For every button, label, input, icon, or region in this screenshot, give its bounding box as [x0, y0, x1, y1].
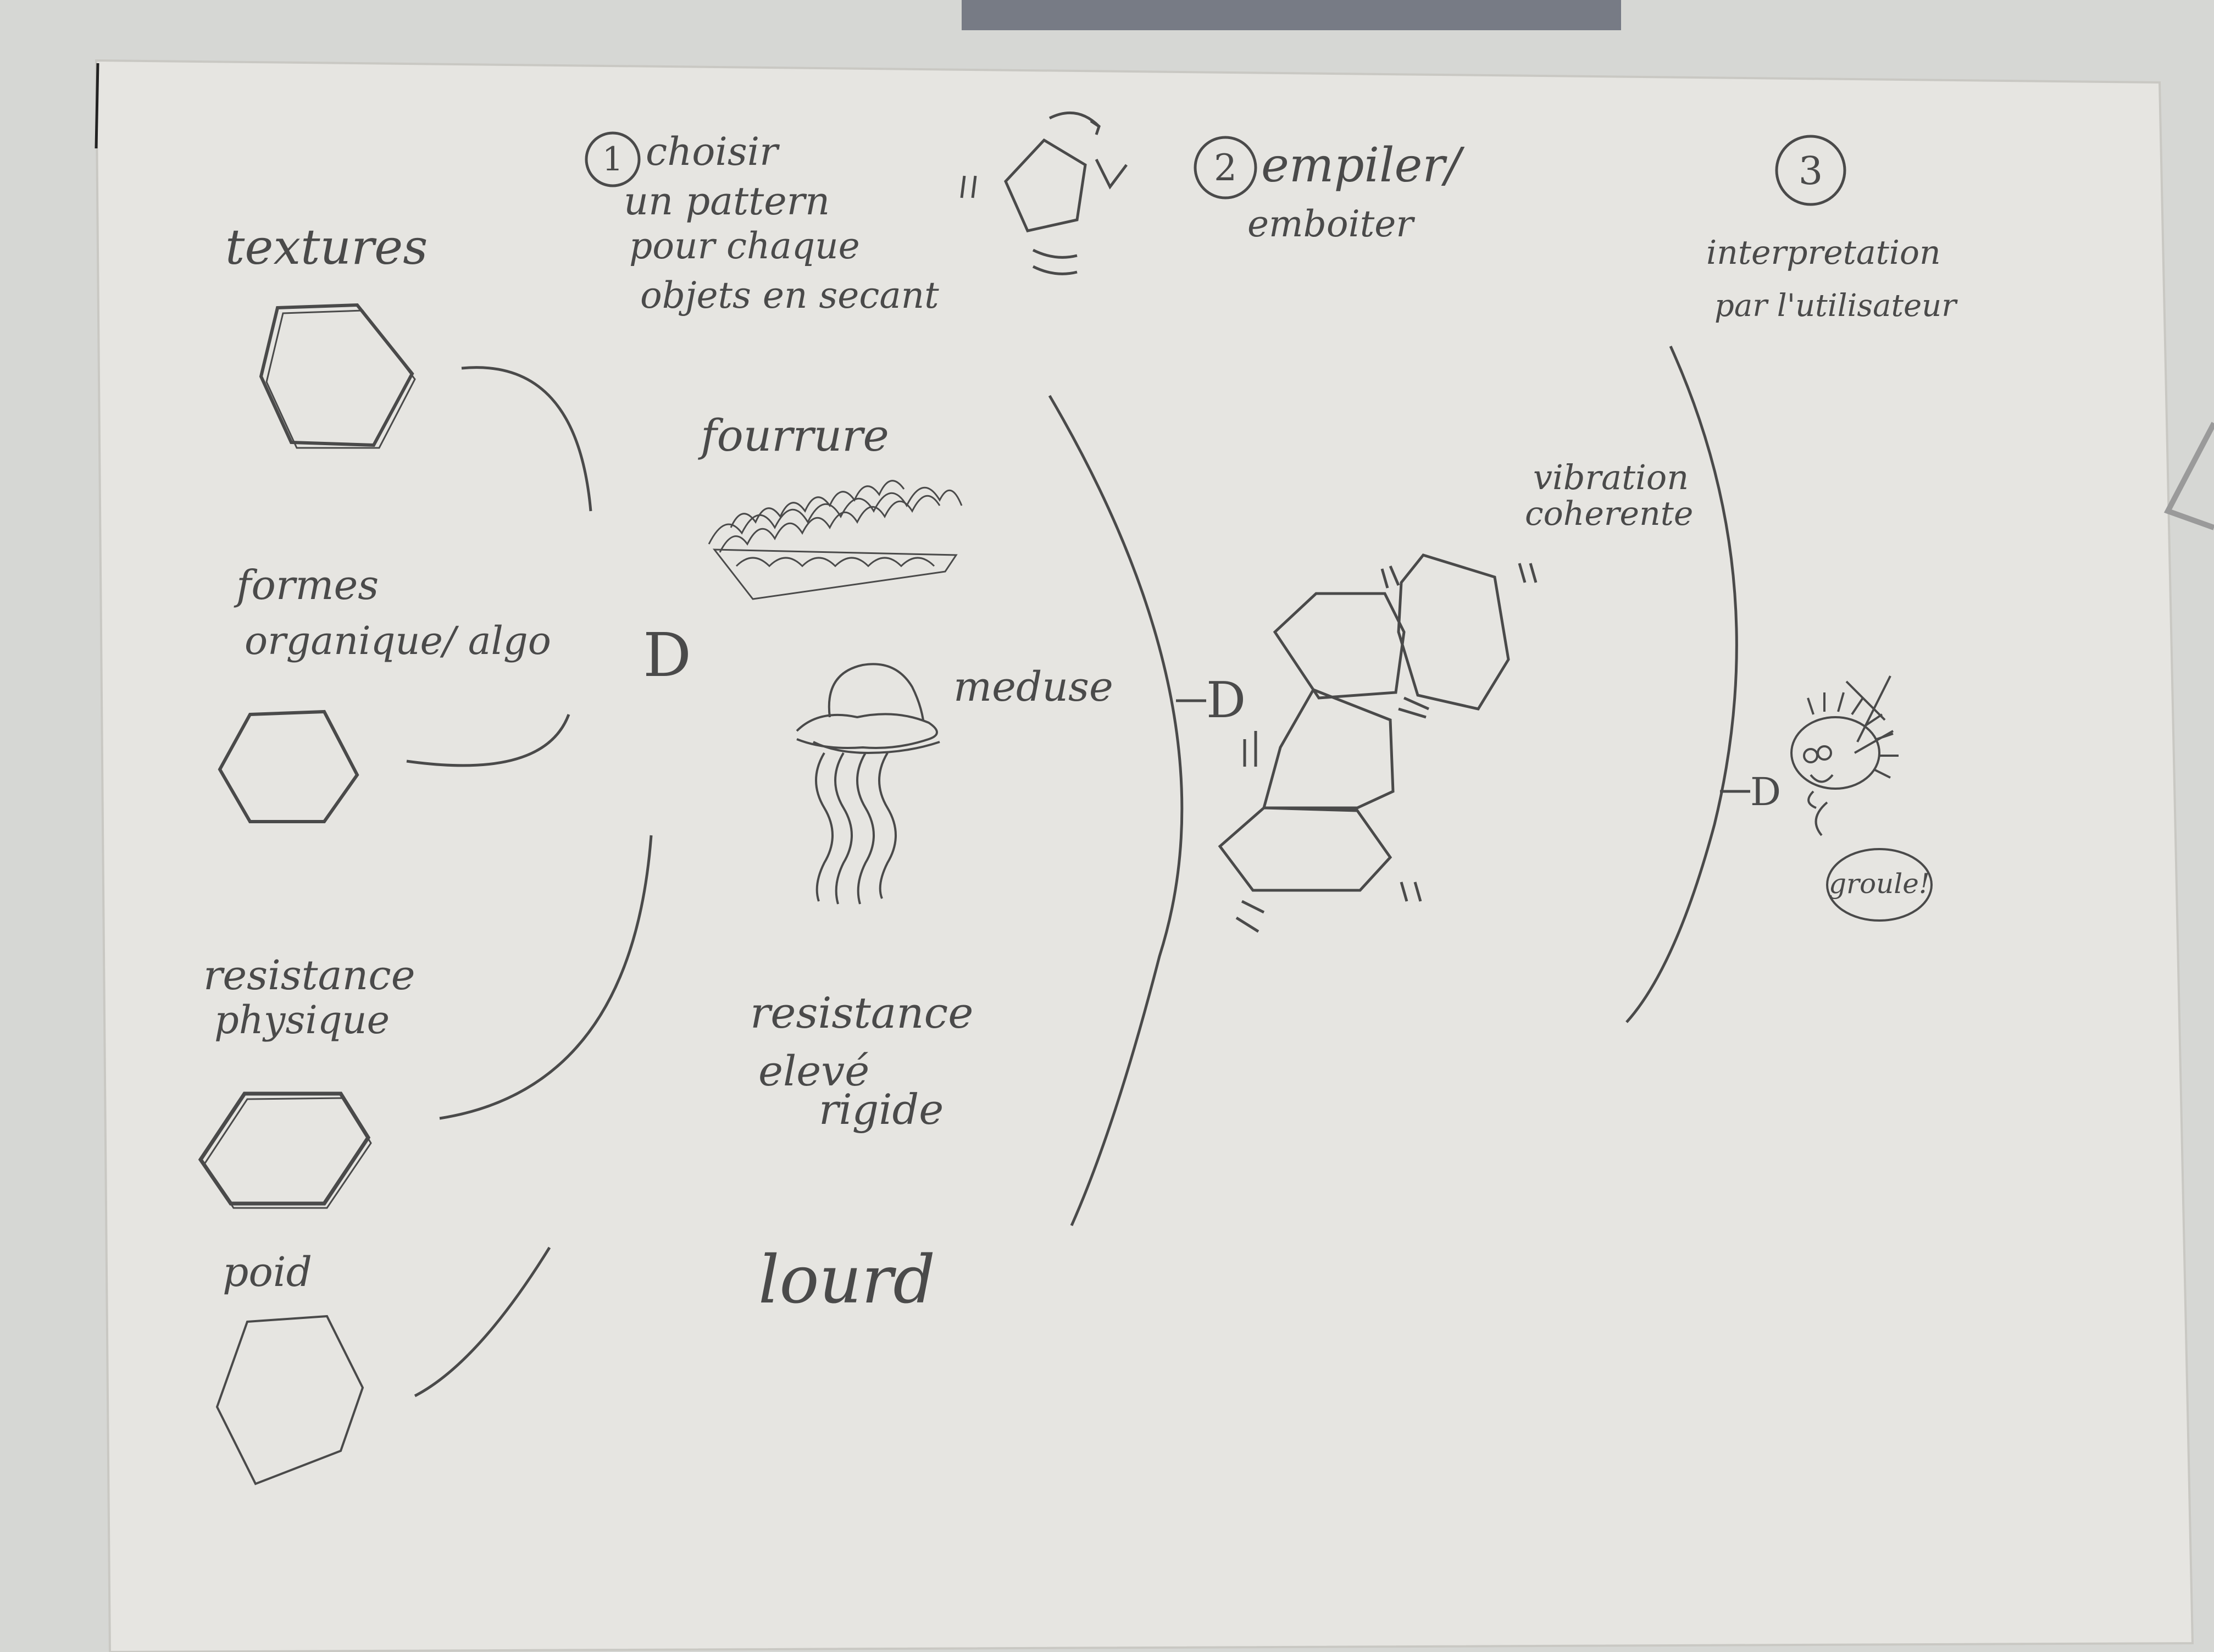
middle-label-eleve: elevé	[758, 1046, 869, 1095]
hexagon-icon-formes	[218, 709, 359, 823]
step1-line3: pour chaque	[629, 225, 860, 267]
step3-line2: par l'utilisateur	[1714, 288, 1958, 324]
bracket-poid	[414, 1246, 551, 1398]
step2-line2: emboiter	[1247, 203, 1415, 245]
middle-label-resistance: resistance	[750, 989, 973, 1038]
middle-label-lourd: lourd	[758, 1242, 935, 1318]
arc-right	[1625, 345, 1738, 1023]
paper-edge-shadow	[95, 63, 99, 149]
arc-middle	[1048, 395, 1184, 1227]
step3-number: 3	[1799, 148, 1823, 193]
vibration-label-line1: vibration	[1533, 457, 1689, 497]
top-strip	[962, 0, 1621, 30]
fur-sketch	[708, 480, 963, 600]
middle-label-fourrure: fourrure	[698, 410, 889, 461]
step2-line1: empiler/	[1261, 138, 1465, 193]
bracket-formes	[406, 714, 570, 767]
hexagon-icon-textures	[259, 303, 416, 449]
bracket-resistance	[439, 835, 653, 1120]
hexagon-icon-resistance	[198, 1091, 372, 1209]
step3-number-circle	[1775, 135, 1846, 206]
step2-header	[1194, 136, 1257, 199]
jellyfish-sketch	[796, 663, 940, 905]
left-label-textures: textures	[225, 219, 428, 275]
vibration-label-line2: coherente	[1525, 495, 1693, 533]
left-label-physique: physique	[214, 997, 390, 1043]
arrow-to-stack: D	[1206, 672, 1246, 729]
middle-label-rigide: rigide	[819, 1085, 944, 1134]
step1-line2: un pattern	[624, 179, 830, 224]
triangle-edge	[2163, 422, 2214, 530]
speech-bubble	[1826, 848, 1933, 922]
middle-label-meduse: meduse	[953, 663, 1113, 711]
speech-bubble-text: groule!	[1829, 868, 1930, 900]
hexagon-icon-poid	[215, 1315, 364, 1485]
left-label-resistance: resistance	[203, 952, 415, 999]
step2-number-circle	[1194, 136, 1257, 199]
step3-line1: interpretation	[1706, 234, 1941, 272]
left-label-organique: organique/ algo	[245, 618, 551, 663]
creature-sketch	[1790, 675, 1899, 836]
left-label-formes: formes	[234, 562, 379, 609]
step3-header	[1775, 135, 1846, 206]
arrow-to-middle: D	[643, 620, 691, 690]
bracket-textures	[461, 366, 592, 512]
arrow-to-user: D	[1750, 769, 1781, 814]
step1-number: 1	[602, 140, 623, 179]
step1-line1: choisir	[646, 129, 780, 174]
step1-line4: objets en secant	[640, 274, 939, 317]
step1-number-circle	[585, 131, 641, 187]
step1-header	[585, 131, 641, 187]
pentagon-icon	[960, 111, 1128, 275]
stacked-hexagons-icon	[1218, 553, 1538, 933]
left-label-poid: poid	[223, 1249, 312, 1296]
step2-number: 2	[1214, 147, 1237, 189]
paper-sheet	[95, 59, 2194, 1652]
